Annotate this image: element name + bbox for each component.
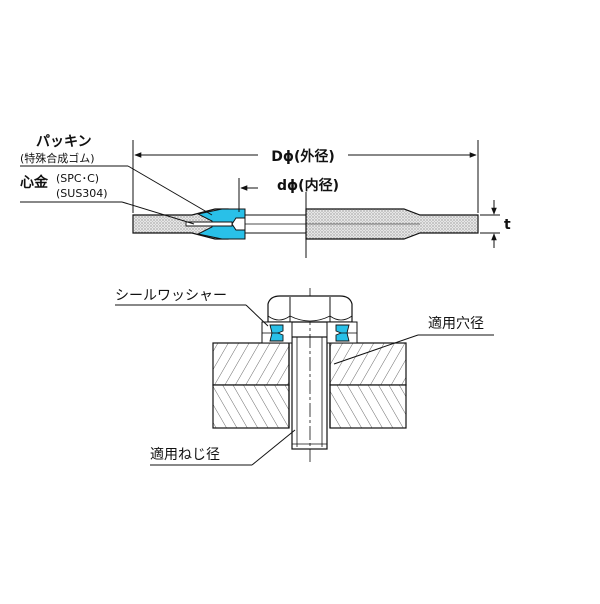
upper-plate-left	[212, 342, 290, 386]
hole-diameter-label: 適用穴径	[428, 315, 484, 332]
dim-outer-diameter: Dϕ(外径)	[132, 140, 479, 213]
thickness-label: t	[504, 217, 511, 233]
assembly-labels: シールワッシャー 適用穴径 適用ねじ径	[115, 288, 494, 466]
dim-inner-diameter: dϕ(内径)	[238, 176, 358, 258]
lower-plate-right	[329, 384, 407, 429]
packing-label: パッキン	[36, 134, 92, 150]
lower-plate-left	[212, 384, 290, 429]
washer-section	[132, 208, 479, 240]
material-labels: パッキン (特殊合成ゴム) 心金 (SPC･C) (SUS304)	[20, 134, 213, 225]
core-material-1-label: (SPC･C)	[56, 172, 99, 185]
bolt-head	[267, 295, 353, 323]
packing-material-label: (特殊合成ゴム)	[20, 151, 95, 165]
inner-diameter-label: dϕ(内径)	[277, 177, 339, 194]
upper-plate-right	[329, 342, 407, 386]
dim-thickness: t	[480, 200, 511, 248]
core-label: 心金	[20, 174, 49, 191]
core-metal-left	[185, 221, 233, 227]
seal-washer-label: シールワッシャー	[115, 288, 227, 304]
outer-diameter-label: Dϕ(外径)	[271, 148, 335, 165]
screw-diameter-label: 適用ねじ径	[150, 446, 220, 463]
assembly-section	[212, 288, 407, 462]
bolt-shank	[291, 336, 328, 450]
core-material-2-label: (SUS304)	[56, 187, 108, 200]
